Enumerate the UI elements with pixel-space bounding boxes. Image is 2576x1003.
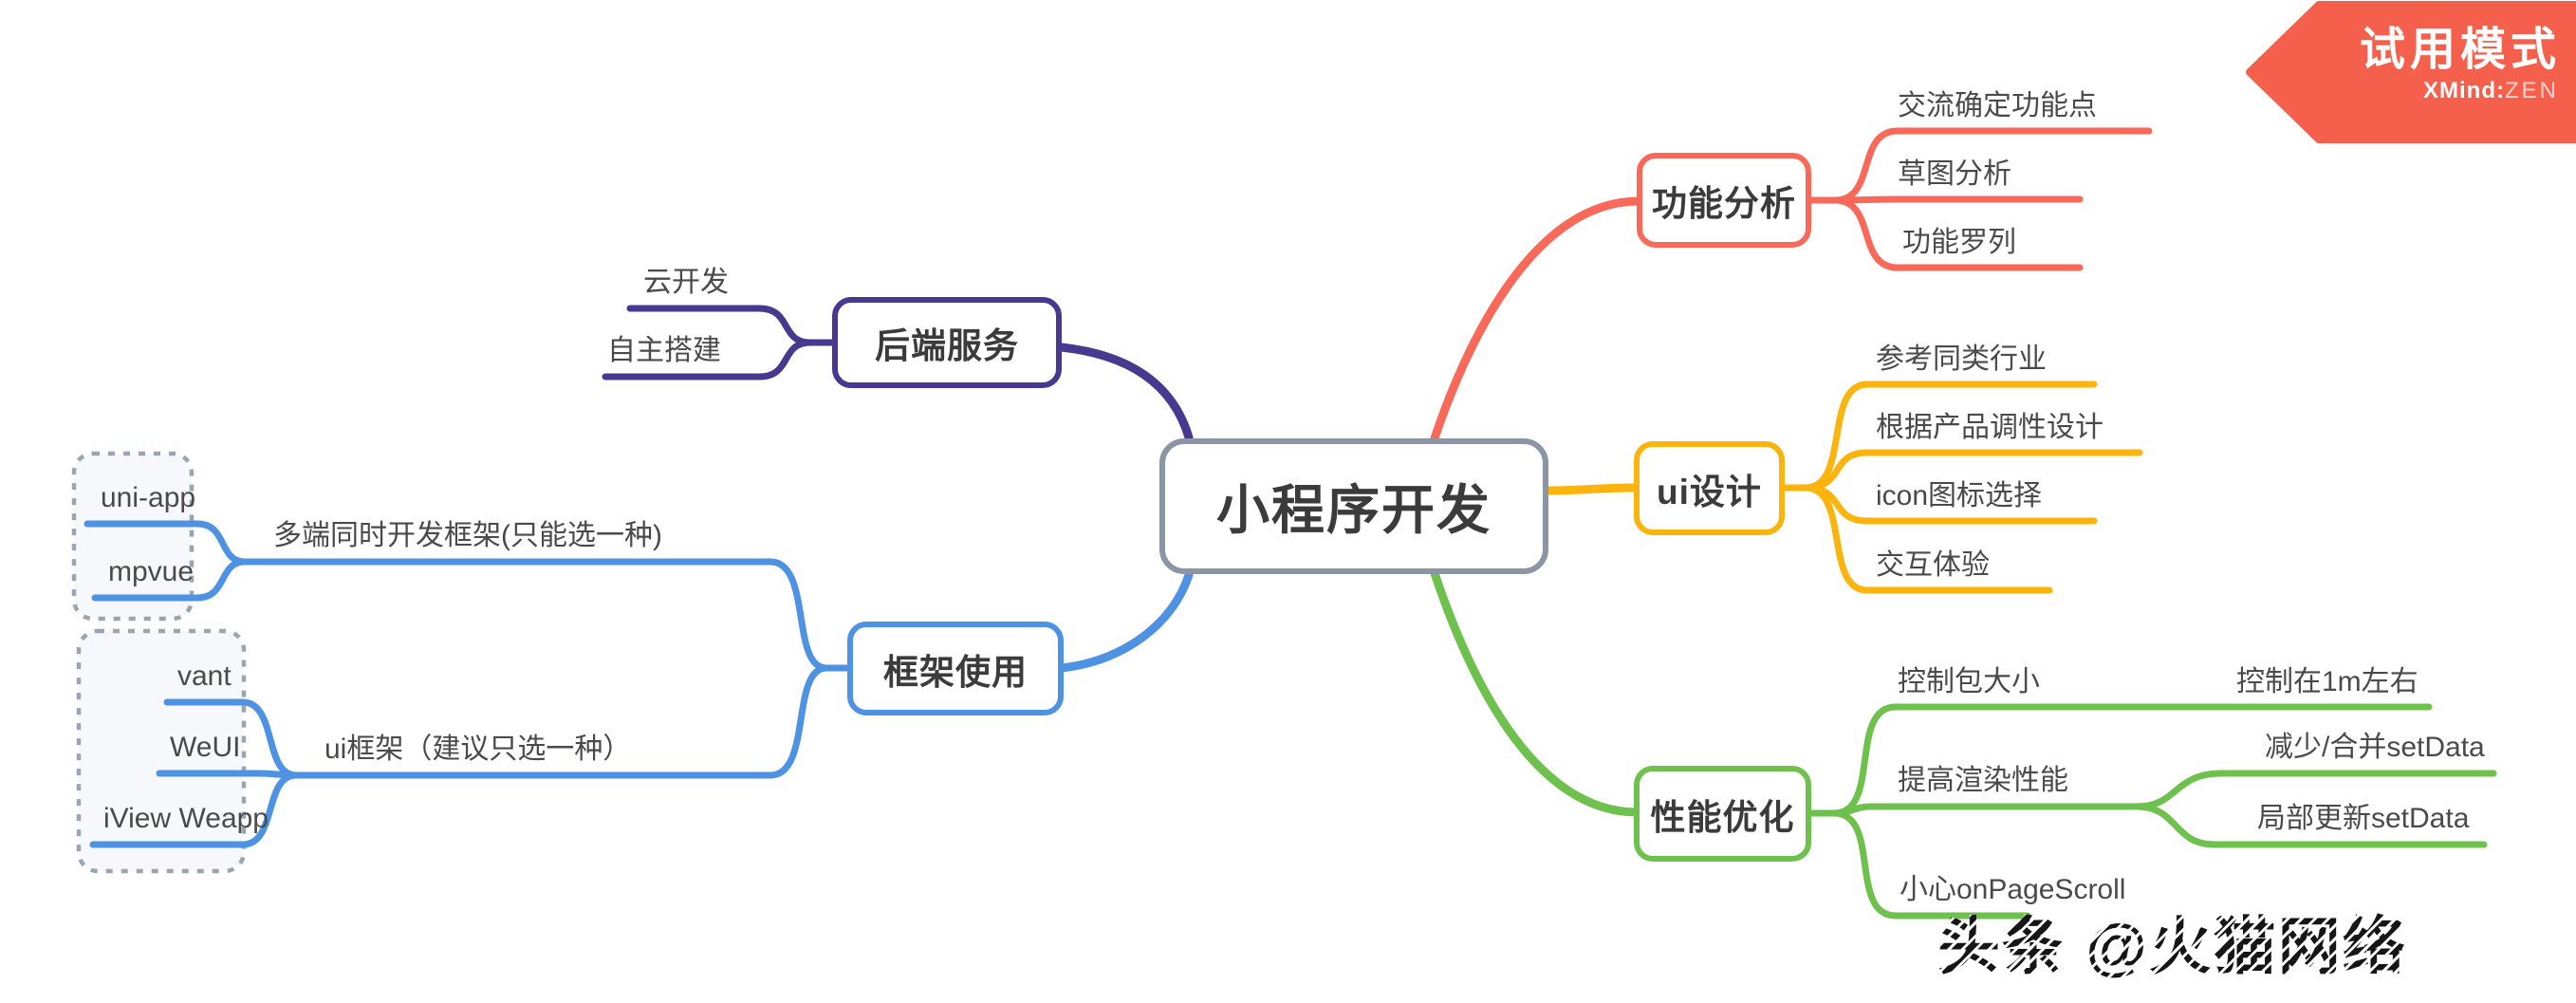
topic-framework-usage[interactable]: 框架使用 bbox=[847, 622, 1064, 715]
line-sketch-analysis bbox=[1807, 195, 2084, 204]
topic-performance-optimization[interactable]: 性能优化 bbox=[1634, 766, 1811, 862]
leaf-reference-industry[interactable]: 参考同类行业 bbox=[1876, 344, 2047, 375]
boundary-multi-platform-group[interactable] bbox=[71, 451, 195, 622]
leaf-control-package-size[interactable]: 控制包大小 bbox=[1898, 666, 2040, 697]
watermark: 头条 @火猫网络 bbox=[1937, 896, 2407, 987]
leaf-weui[interactable]: WeUI bbox=[170, 732, 241, 763]
line-mpvue bbox=[91, 558, 249, 602]
line-partial-update-setdata bbox=[2133, 803, 2488, 848]
line-weui bbox=[156, 770, 300, 779]
leaf-icon-selection[interactable]: icon图标选择 bbox=[1876, 480, 2043, 511]
brand-name: XMind bbox=[2423, 78, 2496, 103]
line-interaction-experience bbox=[1780, 484, 2053, 594]
branch-connector-framework bbox=[1057, 570, 1194, 673]
line-iview-weapp bbox=[89, 771, 300, 848]
leaf-uni-app[interactable]: uni-app bbox=[101, 482, 196, 513]
line-improve-render-performance bbox=[1807, 803, 2140, 817]
branch-connector-function-analysis bbox=[1430, 196, 1642, 443]
leaf-interaction-experience[interactable]: 交互体验 bbox=[1876, 549, 1990, 581]
leaf-confirm-features[interactable]: 交流确定功能点 bbox=[1898, 90, 2097, 121]
leaf-vant[interactable]: vant bbox=[177, 660, 232, 692]
topic-ui-design[interactable]: ui设计 bbox=[1634, 441, 1785, 535]
leaf-mpvue[interactable]: mpvue bbox=[108, 556, 195, 587]
line-feature-list bbox=[1807, 196, 2084, 271]
boundary-ui-framework-group[interactable] bbox=[76, 628, 247, 874]
leaf-improve-render-performance[interactable]: 提高渲染性能 bbox=[1898, 765, 2068, 796]
leaf-reduce-merge-setdata[interactable]: 减少/合并setData bbox=[2265, 732, 2485, 763]
branch-connector-backend bbox=[1057, 343, 1194, 442]
leaf-beware-onpagescroll[interactable]: 小心onPageScroll bbox=[1900, 874, 2126, 905]
leaf-product-tone-design[interactable]: 根据产品调性设计 bbox=[1876, 412, 2103, 443]
leaf-multi-platform-framework[interactable]: 多端同时开发框架(只能选一种) bbox=[273, 520, 662, 551]
brand-separator: : bbox=[2496, 78, 2505, 103]
leaf-ui-framework[interactable]: ui框架（建议只选一种） bbox=[324, 734, 632, 765]
central-topic[interactable]: 小程序开发 bbox=[1159, 438, 1548, 574]
trial-banner-ribbon bbox=[2246, 1, 2576, 143]
leaf-self-built[interactable]: 自主搭建 bbox=[607, 335, 721, 366]
line-multi-platform-framework bbox=[241, 558, 851, 672]
leaf-feature-list[interactable]: 功能罗列 bbox=[1902, 227, 2016, 258]
line-beware-onpagescroll bbox=[1807, 809, 2031, 919]
topic-function-analysis[interactable]: 功能分析 bbox=[1637, 153, 1811, 248]
branch-connector-ui-design bbox=[1543, 483, 1640, 495]
leaf-partial-update-setdata[interactable]: 局部更新setData bbox=[2257, 803, 2470, 834]
line-ui-framework bbox=[292, 664, 851, 779]
trial-banner-brand: XMind:ZEN bbox=[2423, 78, 2559, 104]
topic-backend-service[interactable]: 后端服务 bbox=[832, 297, 1062, 388]
leaf-iview-weapp[interactable]: iView Weapp bbox=[103, 803, 269, 834]
leaf-sketch-analysis[interactable]: 草图分析 bbox=[1898, 158, 2011, 190]
brand-edition: ZEN bbox=[2505, 78, 2559, 103]
leaf-cloud-development[interactable]: 云开发 bbox=[643, 267, 729, 298]
trial-banner-title: 试用模式 bbox=[2359, 25, 2561, 75]
leaf-limit-1m[interactable]: 控制在1m左右 bbox=[2236, 666, 2418, 697]
line-self-built bbox=[602, 339, 836, 381]
branch-connector-performance bbox=[1430, 568, 1642, 817]
